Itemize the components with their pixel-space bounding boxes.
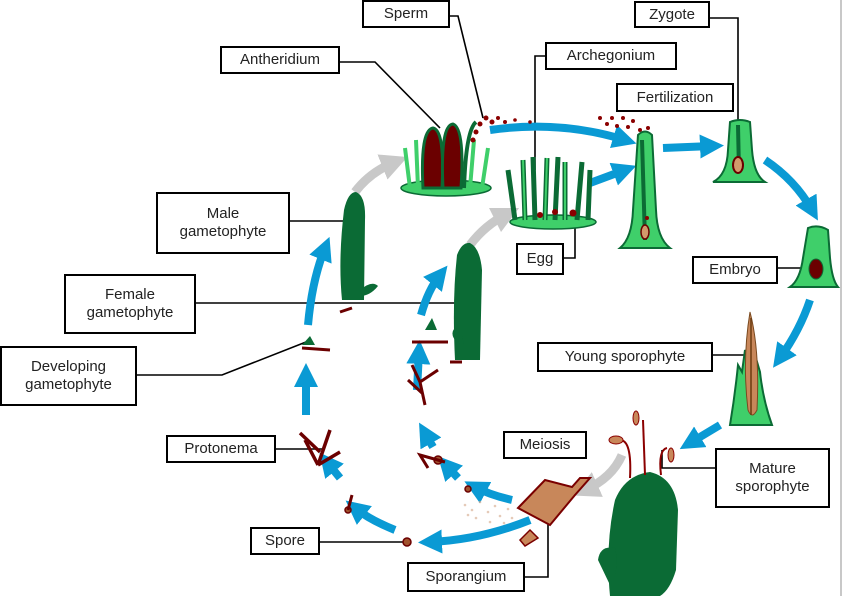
- gray-arrow-mature-to-meiosis: [572, 453, 627, 497]
- label-egg: Egg: [516, 243, 564, 275]
- arrow-inner-1: [464, 481, 513, 504]
- archegonium-plant: [505, 156, 597, 230]
- label-male-gametophyte: Male gametophyte: [156, 192, 290, 254]
- label-female-gametophyte: Female gametophyte: [64, 274, 196, 334]
- female-gametophyte-plant: [425, 242, 482, 360]
- arrow-developing-to-male: [304, 236, 332, 326]
- arrow-zygote-to-embryo: [762, 156, 818, 221]
- label-developing-gametophyte: Developing gametophyte: [0, 346, 137, 406]
- leader-sperm: [448, 15, 484, 119]
- arrow-fertilization-to-zygote: [662, 134, 724, 159]
- arrow-archegonium-to-fertilization: [588, 162, 637, 187]
- arrow-embryo-to-young-sporophyte: [773, 298, 814, 368]
- male-gametophyte-plant: [302, 192, 378, 345]
- label-mature-sporophyte: Mature sporophyte: [715, 448, 830, 508]
- leader-developing: [137, 341, 307, 376]
- arrow-inner-2: [437, 456, 463, 482]
- zygote-archegonium: [712, 119, 769, 183]
- young-sporophyte-plant: [728, 311, 774, 426]
- label-sperm: Sperm: [362, 0, 450, 28]
- mature-sporophyte-plant: [598, 410, 678, 596]
- cycle-arrows: [294, 122, 818, 554]
- spore-stages: [298, 306, 472, 547]
- spore-cloud: [463, 500, 514, 525]
- label-embryo: Embryo: [692, 256, 778, 284]
- fertilization-archegonium: [617, 130, 673, 249]
- embryo-archegonium: [786, 225, 841, 288]
- label-sporangium: Sporangium: [407, 562, 525, 592]
- label-spore: Spore: [250, 527, 320, 555]
- label-protonema: Protonema: [166, 435, 276, 463]
- label-young-sporophyte: Young sporophyte: [537, 342, 713, 372]
- arrow-sperm-to-fertilization: [489, 122, 637, 148]
- sperm-cells: [470, 115, 650, 143]
- spore: [402, 537, 412, 547]
- label-fertilization: Fertilization: [616, 83, 734, 112]
- leader-antheridium: [338, 61, 441, 129]
- sporangium: [516, 477, 593, 547]
- label-antheridium: Antheridium: [220, 46, 340, 74]
- arrow-inner-3: [419, 422, 442, 450]
- gray-arrow-male-to-antheridium: [351, 154, 408, 195]
- arrow-inner-4: [406, 340, 431, 391]
- leader-mature-sporophyte: [661, 450, 716, 469]
- gray-arrow-female-to-archegonium: [466, 207, 520, 248]
- arrow-inner-5: [417, 265, 448, 317]
- antheridium-plant: [400, 120, 492, 197]
- leader-zygote: [708, 17, 739, 165]
- label-archegonium: Archegonium: [545, 42, 677, 70]
- arrow-spore-to-germinating: [345, 500, 397, 534]
- right-edge-border: [840, 0, 842, 596]
- arrow-to-protonema: [319, 452, 344, 481]
- gray-arrows: [351, 154, 627, 497]
- leader-archegonium: [534, 55, 546, 170]
- label-zygote: Zygote: [634, 1, 710, 28]
- label-meiosis: Meiosis: [503, 431, 587, 459]
- arrow-sporangium-to-spore: [418, 516, 532, 554]
- arrow-young-to-mature: [679, 421, 723, 450]
